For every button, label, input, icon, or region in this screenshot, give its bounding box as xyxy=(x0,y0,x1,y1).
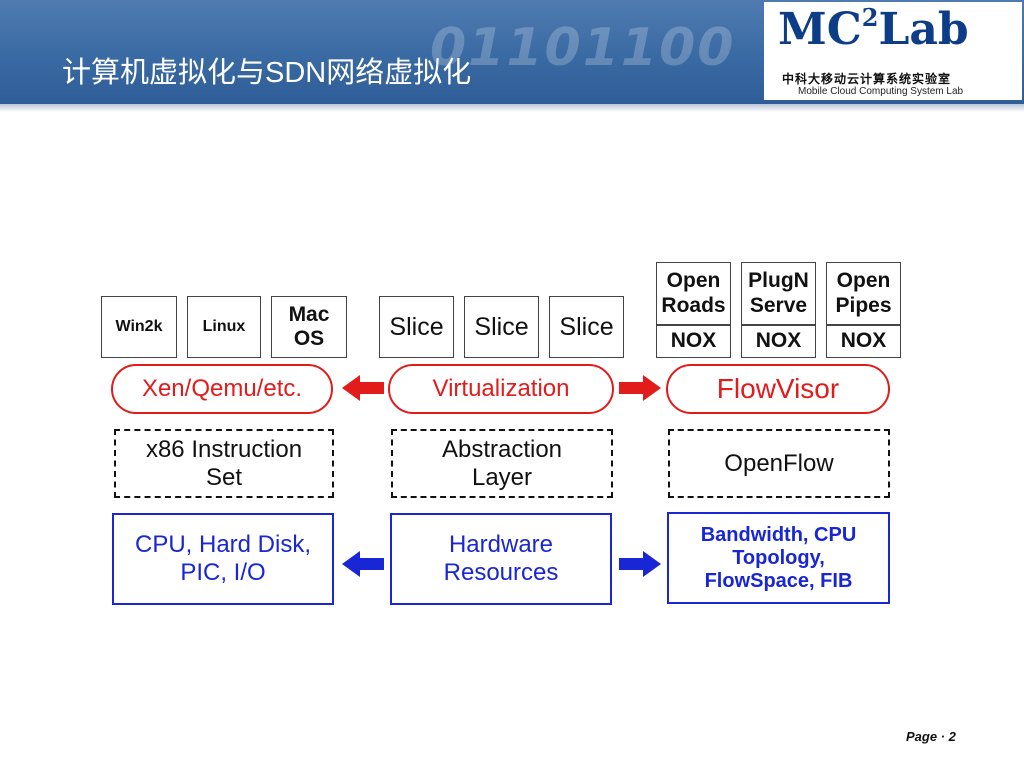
openflow-layer: OpenFlow xyxy=(668,429,890,498)
slice-1: Slice xyxy=(379,296,454,358)
slice-2: Slice xyxy=(464,296,539,358)
guest-os-linux: Linux xyxy=(187,296,261,358)
hardware-resources: Hardware Resources xyxy=(390,513,612,605)
logo-wordmark: MC2Lab xyxy=(778,3,969,55)
lab-logo: MC2Lab 中科大移动云计算系统实验室 Mobile Cloud Comput… xyxy=(764,2,1022,100)
page-number: Page · 2 xyxy=(906,729,956,744)
guest-os-win2k: Win2k xyxy=(101,296,177,358)
logo-english-name: Mobile Cloud Computing System Lab xyxy=(798,86,964,97)
virtualization-layer: Virtualization xyxy=(388,364,614,414)
header-binary-decoration: 01101100 xyxy=(430,18,736,78)
hypervisor-xen-qemu: Xen/Qemu/etc. xyxy=(111,364,333,414)
flowvisor: FlowVisor xyxy=(666,364,890,414)
x86-instruction-set: x86 Instruction Set xyxy=(114,429,334,498)
red-arrow-left-icon xyxy=(342,375,384,401)
blue-arrow-left-icon xyxy=(342,551,384,577)
guest-os-macos: Mac OS xyxy=(271,296,347,358)
slice-3: Slice xyxy=(549,296,624,358)
red-arrow-right-icon xyxy=(619,375,661,401)
nox-controller-3: NOX xyxy=(826,325,901,358)
logo-chinese-name: 中科大移动云计算系统实验室 xyxy=(782,72,952,86)
slide-header: 01101100 计算机虚拟化与SDN网络虚拟化 MC2Lab 中科大移动云计算… xyxy=(0,0,1024,104)
network-resources: Bandwidth, CPU Topology, FlowSpace, FIB xyxy=(667,512,890,604)
app-openroads: Open Roads xyxy=(656,262,731,325)
app-openpipes: Open Pipes xyxy=(826,262,901,325)
app-plugnserve: PlugN Serve xyxy=(741,262,816,325)
nox-controller-2: NOX xyxy=(741,325,816,358)
abstraction-layer: Abstraction Layer xyxy=(391,429,613,498)
nox-controller-1: NOX xyxy=(656,325,731,358)
slide-title: 计算机虚拟化与SDN网络虚拟化 xyxy=(62,57,472,89)
header-shadow xyxy=(0,104,1024,112)
computer-resources: CPU, Hard Disk, PIC, I/O xyxy=(112,513,334,605)
blue-arrow-right-icon xyxy=(619,551,661,577)
